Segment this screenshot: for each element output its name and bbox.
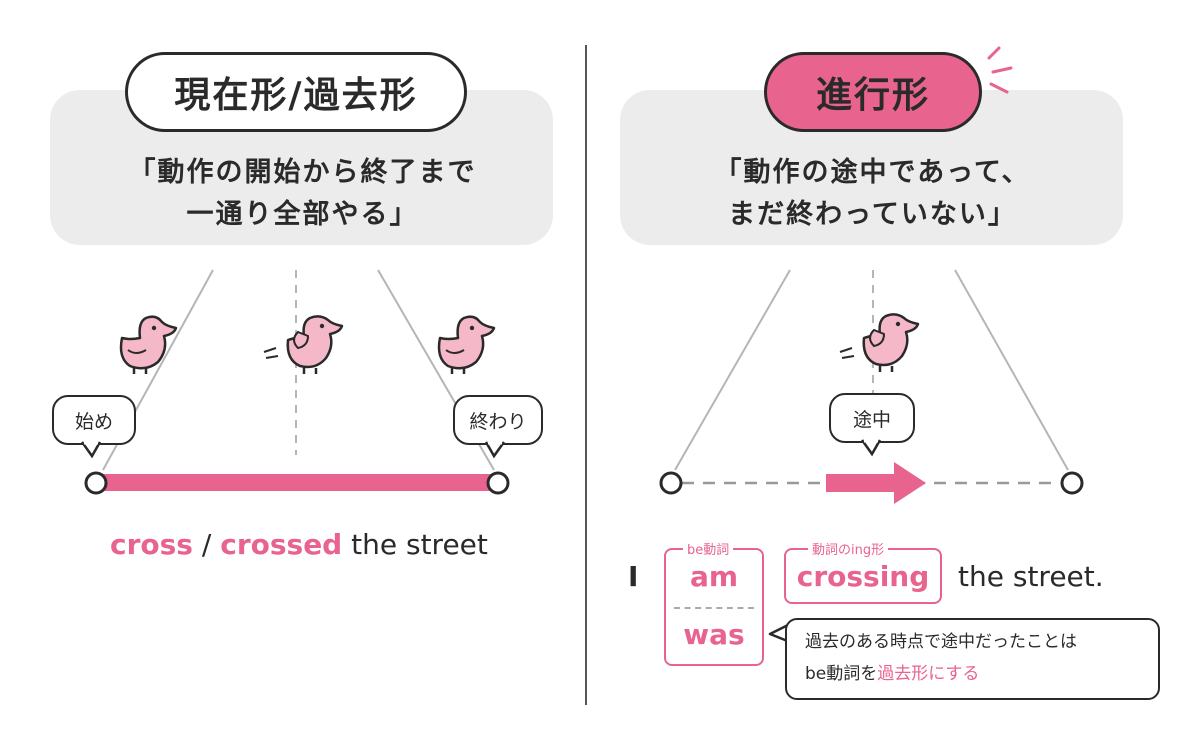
left-title: 現在形/過去形 — [174, 75, 418, 116]
left-timeline-bar — [100, 474, 496, 491]
emphasis-lines-icon — [987, 46, 1013, 94]
left-start-point — [84, 471, 108, 495]
hop-lines-icon — [839, 347, 855, 359]
middle-label: 途中 — [852, 408, 891, 431]
right-quote-line1: 「動作の途中であって、 — [714, 157, 1031, 188]
left-quote-line2: 一通り全部やる」 — [186, 199, 419, 230]
right-diagram — [659, 269, 1084, 504]
progress-arrow — [826, 462, 926, 504]
hop-lines-icon — [263, 347, 279, 359]
subject-i: I — [628, 560, 639, 593]
right-end-point — [1060, 471, 1084, 495]
right-sentence-rest: the street. — [958, 560, 1104, 593]
bird-icon — [862, 313, 920, 372]
note-line2: be動詞を過去形にする — [805, 658, 1140, 690]
note-line2-b: 過去形にする — [877, 664, 980, 684]
right-perspective-line-left — [674, 269, 791, 471]
word-was: was — [683, 618, 745, 651]
word-am: am — [689, 560, 739, 593]
start-label-bubble: 始め — [52, 395, 136, 445]
right-quote-line2: まだ終わっていない」 — [728, 199, 1017, 230]
bird-icon — [119, 315, 178, 374]
bird-icon — [286, 315, 344, 374]
word-cross: cross — [110, 528, 193, 561]
right-start-point — [659, 471, 683, 495]
right-perspective-line-right — [954, 269, 1069, 471]
left-quote: 「動作の開始から終了まで 一通り全部やる」 — [60, 152, 545, 236]
word-crossed: crossed — [220, 528, 343, 561]
left-sentence: cross / crossed the street — [110, 528, 488, 561]
right-quote: 「動作の途中であって、 まだ終わっていない」 — [630, 152, 1115, 236]
am-was-divider — [674, 607, 754, 609]
sentence-rest: the street — [342, 528, 488, 561]
middle-label-bubble: 途中 — [829, 393, 915, 443]
left-end-point — [486, 471, 510, 495]
note-line2-a: be動詞を — [805, 664, 878, 684]
right-title: 進行形 — [815, 75, 930, 116]
be-verb-tag: be動詞 — [683, 539, 734, 558]
end-label: 終わり — [469, 410, 527, 433]
note-bubble: 過去のある時点で途中だったことは be動詞を過去形にする — [785, 618, 1160, 700]
center-divider — [585, 45, 587, 705]
left-title-pill: 現在形/過去形 — [125, 52, 467, 132]
slash: / — [192, 528, 221, 561]
ing-form-tag: 動詞のing形 — [808, 539, 889, 558]
right-title-pill: 進行形 — [764, 52, 982, 132]
start-label: 始め — [74, 410, 113, 433]
word-crossing: crossing — [796, 560, 930, 593]
end-bubble-tail — [484, 441, 506, 459]
note-line1: 過去のある時点で途中だったことは — [805, 632, 1077, 652]
start-bubble-tail — [80, 441, 102, 459]
middle-bubble-tail — [860, 439, 882, 457]
left-quote-line1: 「動作の開始から終了まで — [128, 157, 477, 188]
bird-icon — [437, 315, 496, 374]
